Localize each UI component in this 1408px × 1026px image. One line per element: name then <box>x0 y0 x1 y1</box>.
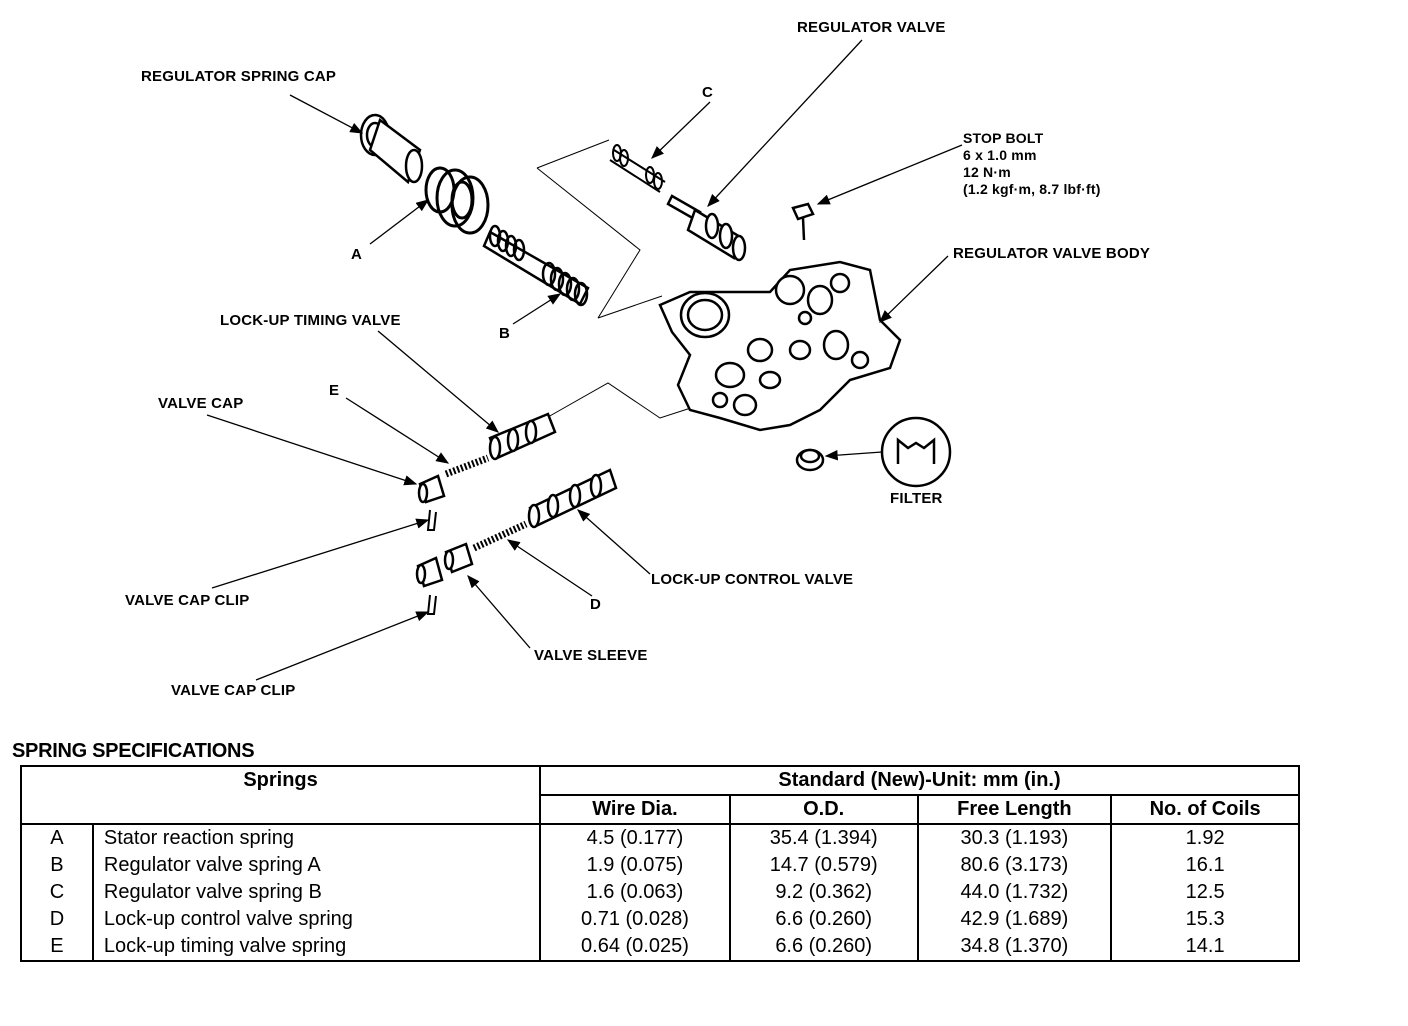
regulator-spring-cap-part <box>359 113 424 185</box>
label-lock-up-timing-valve: LOCK-UP TIMING VALVE <box>220 312 401 329</box>
stop-bolt-part <box>791 202 815 241</box>
row-wire: 1.9 (0.075) <box>539 852 730 879</box>
table-row: E Lock-up timing valve spring 0.64 (0.02… <box>21 933 1299 961</box>
row-name: Stator reaction spring <box>91 824 541 852</box>
regulator-valve-body-part <box>658 260 902 432</box>
spring-specifications-title: SPRING SPECIFICATIONS <box>12 740 255 762</box>
table-row: C Regulator valve spring B 1.6 (0.063) 9… <box>21 879 1299 906</box>
row-length: 42.9 (1.689) <box>916 906 1112 933</box>
label-valve-cap-clip-upper: VALVE CAP CLIP <box>125 592 250 609</box>
spring-e-part <box>444 454 490 478</box>
label-stop-bolt-torque: 12 N·m <box>963 164 1011 180</box>
row-coils: 15.3 <box>1110 906 1299 933</box>
label-spring-d: D <box>590 596 602 613</box>
standard-header: Standard (New)-Unit: mm (in.) <box>539 766 1299 796</box>
row-wire: 0.64 (0.025) <box>539 933 730 961</box>
col-no-of-coils: No. of Coils <box>1110 795 1299 825</box>
label-regulator-valve-body: REGULATOR VALVE BODY <box>953 245 1151 262</box>
row-od: 14.7 (0.579) <box>728 852 918 879</box>
table-row: D Lock-up control valve spring 0.71 (0.0… <box>21 906 1299 933</box>
row-length: 30.3 (1.193) <box>916 824 1112 852</box>
label-regulator-spring-cap: REGULATOR SPRING CAP <box>141 68 337 85</box>
label-spring-e: E <box>329 382 340 399</box>
lock-up-timing-valve-part <box>488 412 557 461</box>
row-length: 34.8 (1.370) <box>916 933 1112 961</box>
label-valve-sleeve: VALVE SLEEVE <box>534 647 648 664</box>
table-row: B Regulator valve spring A 1.9 (0.075) 1… <box>21 852 1299 879</box>
row-od: 9.2 (0.362) <box>728 879 918 906</box>
row-id: D <box>49 908 65 930</box>
exploded-view-diagram <box>206 39 963 681</box>
label-filter: FILTER <box>890 490 943 507</box>
row-length: 44.0 (1.732) <box>916 879 1112 906</box>
col-wire-dia: Wire Dia. <box>539 795 730 825</box>
springs-header: Springs <box>21 766 541 825</box>
valve-cap-part <box>417 474 446 504</box>
row-coils: 1.92 <box>1110 824 1299 852</box>
label-spring-c: C <box>702 84 714 101</box>
guide-lines <box>536 139 701 419</box>
spring-a-part <box>424 166 490 235</box>
row-length: 80.6 (3.173) <box>916 852 1112 879</box>
row-coils: 12.5 <box>1110 879 1299 906</box>
label-spring-a: A <box>351 246 363 263</box>
label-valve-cap-clip-lower: VALVE CAP CLIP <box>171 682 296 699</box>
leader-arrows <box>206 39 963 681</box>
row-id: E <box>50 935 64 957</box>
label-lock-up-control-valve: LOCK-UP CONTROL VALVE <box>651 571 854 588</box>
row-od: 6.6 (0.260) <box>728 906 918 933</box>
row-od: 6.6 (0.260) <box>728 933 918 961</box>
lock-up-control-valve-part <box>527 468 618 529</box>
label-stop-bolt-size: 6 x 1.0 mm <box>963 147 1037 163</box>
label-stop-bolt: STOP BOLT <box>963 130 1044 146</box>
row-name: Lock-up timing valve spring <box>91 933 541 961</box>
row-wire: 1.6 (0.063) <box>539 879 730 906</box>
col-od: O.D. <box>728 795 918 825</box>
filter-part <box>795 416 952 488</box>
table-row: A Stator reaction spring 4.5 (0.177) 35.… <box>21 824 1299 852</box>
col-free-length: Free Length <box>916 795 1112 825</box>
row-coils: 16.1 <box>1110 852 1299 879</box>
label-spring-b: B <box>499 325 511 342</box>
regulator-valve-part <box>666 194 747 262</box>
row-id: C <box>49 881 65 903</box>
spring-specifications-table: Springs Standard (New)-Unit: mm (in.) Wi… <box>20 765 1300 962</box>
valve-sleeve-part <box>415 542 474 588</box>
label-stop-bolt-torque-alt: (1.2 kgf·m, 8.7 lbf·ft) <box>963 181 1101 197</box>
spring-d-part <box>472 520 528 552</box>
row-coils: 14.1 <box>1110 933 1299 961</box>
row-od: 35.4 (1.394) <box>728 824 918 852</box>
valve-cap-clip-lower-part <box>426 594 437 615</box>
valve-cap-clip-part <box>426 509 437 531</box>
spring-b-part <box>482 224 590 307</box>
row-name: Regulator valve spring B <box>91 879 541 906</box>
label-valve-cap: VALVE CAP <box>158 395 244 412</box>
spring-c-part <box>609 144 666 193</box>
row-wire: 4.5 (0.177) <box>539 824 730 852</box>
row-name: Regulator valve spring A <box>91 852 541 879</box>
label-regulator-valve: REGULATOR VALVE <box>797 19 946 36</box>
row-id: B <box>50 854 64 876</box>
row-id: A <box>50 827 64 849</box>
row-name: Lock-up control valve spring <box>91 906 541 933</box>
row-wire: 0.71 (0.028) <box>539 906 730 933</box>
